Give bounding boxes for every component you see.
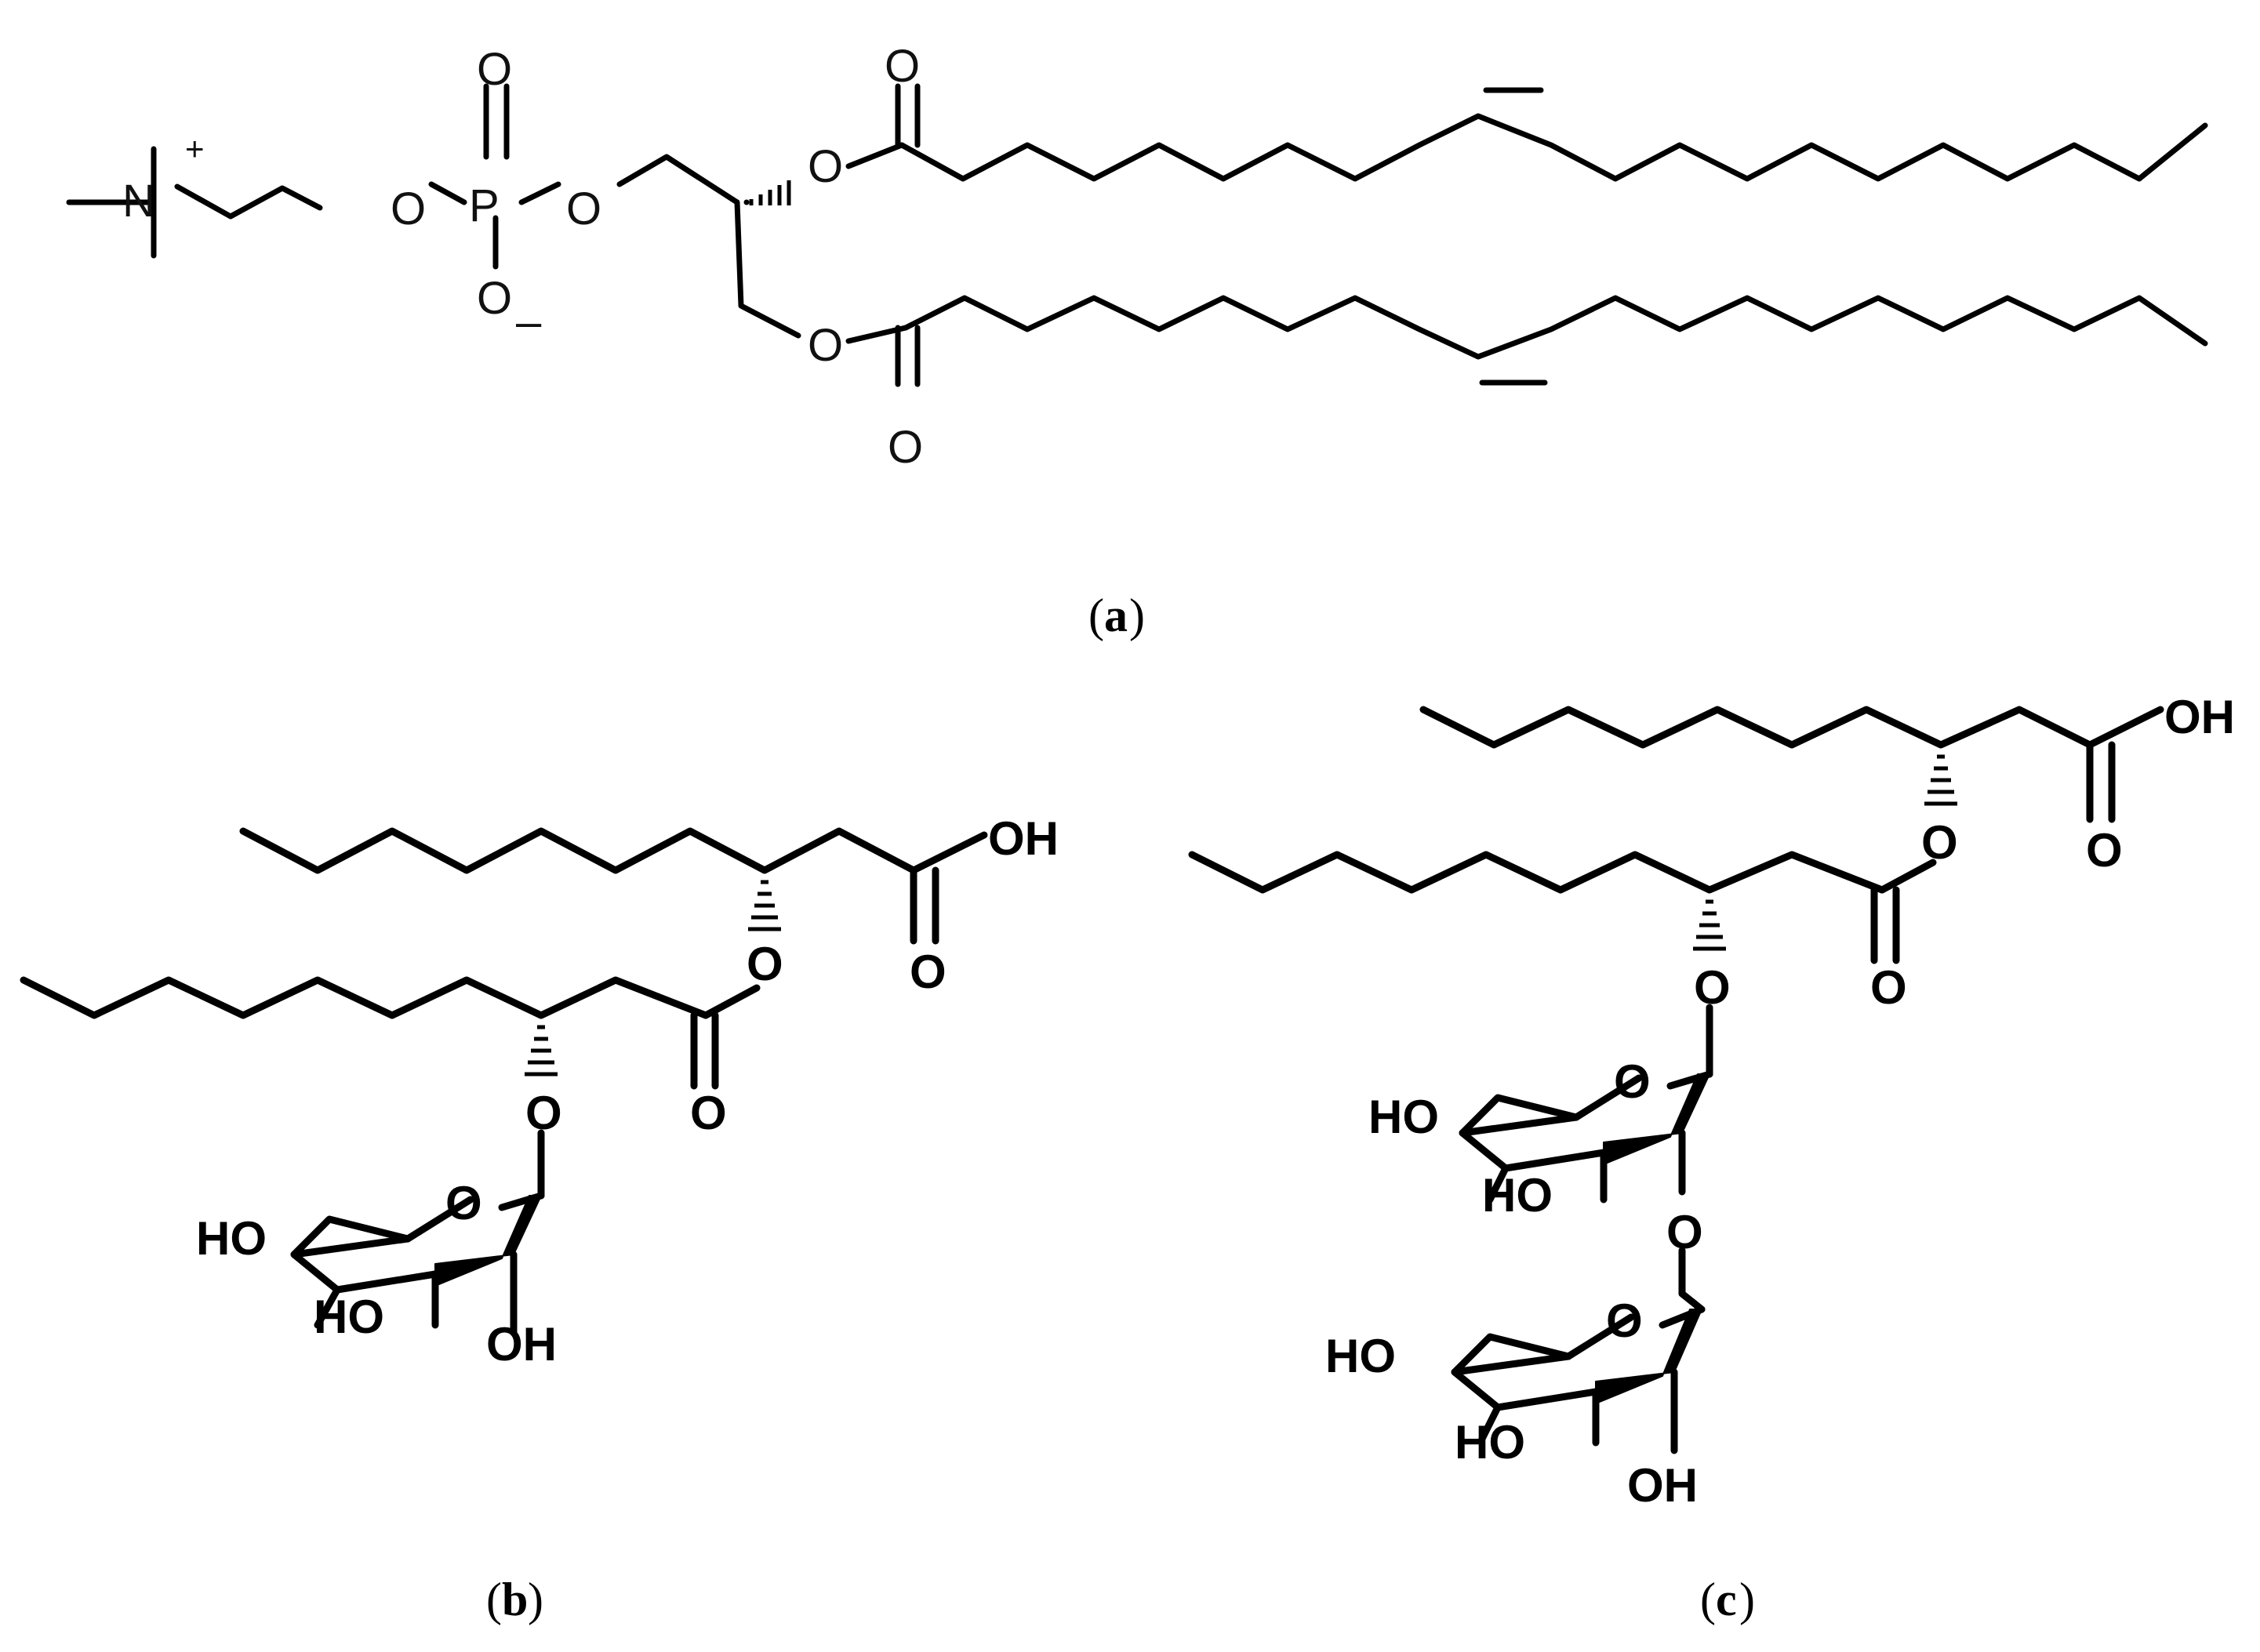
ring-oxygen: O [445,1177,482,1229]
caption-c: ( c ) [1700,1574,1755,1625]
hydroxyl-label: HO [314,1291,384,1343]
atom-oxygen: O [566,183,601,234]
atom-oxygen: O [808,320,843,371]
hashed-bond [1693,899,1726,951]
atom-oxygen: O [747,938,783,990]
atom-oxygen: O [1694,961,1731,1014]
caption-a-letter: a [1104,590,1128,641]
hydroxyl-label: HO [1482,1169,1553,1222]
panel-b-structure: OH O O O O O HO HO OH [20,812,1059,1371]
svg-text:): ) [528,1574,543,1625]
hashed-bond [525,1025,558,1077]
atom-oxygen: O [525,1087,562,1139]
svg-text:(: ( [1700,1574,1716,1625]
svg-text:(: ( [1088,590,1104,641]
nitrogen-charge: + [185,130,205,167]
atom-oxygen: O [888,422,923,473]
hashed-bond [748,880,781,931]
oxygen-charge: – [516,296,542,347]
atom-oxygen: O [885,41,920,92]
atom-oxygen: O [690,1087,727,1139]
caption-a: ( a ) [1088,590,1145,641]
atom-oxygen: O [391,183,426,234]
ring-oxygen: O [1614,1055,1651,1108]
hydroxyl-label: OH [486,1318,557,1371]
svg-text:(: ( [486,1574,502,1625]
svg-text:): ) [1129,590,1145,641]
caption-b: ( b ) [486,1574,543,1625]
atom-nitrogen: N [122,176,155,227]
panel-a-structure: N + O P O O O – O O O O [66,41,2208,473]
atom-oxygen: O [808,141,843,192]
panel-c-structure: OH O O O O O HO HO O O HO HO OH [1188,691,2235,1512]
hydroxyl-label: OH [988,812,1059,865]
hydroxyl-label: HO [1368,1091,1439,1143]
hydroxyl-label: HO [1325,1330,1396,1382]
caption-c-letter: c [1716,1574,1737,1625]
caption-b-letter: b [502,1574,528,1625]
hydroxyl-label: HO [1455,1416,1525,1469]
atom-oxygen: O [1666,1206,1703,1258]
hydroxyl-label: OH [1627,1459,1698,1512]
hashed-bond [743,180,791,205]
atom-oxygen: O [477,273,512,324]
hydroxyl-label: HO [196,1212,267,1265]
atom-phosphorus: P [469,180,500,231]
atom-oxygen: O [477,44,512,95]
atom-oxygen: O [1921,816,1958,869]
atom-oxygen: O [910,946,947,998]
atom-oxygen: O [1870,961,1907,1014]
hydroxyl-label: OH [2164,691,2235,743]
hashed-bond [1924,754,1957,806]
ring-oxygen: O [1606,1294,1643,1347]
atom-oxygen: O [2086,824,2123,877]
svg-text:): ) [1739,1574,1755,1625]
